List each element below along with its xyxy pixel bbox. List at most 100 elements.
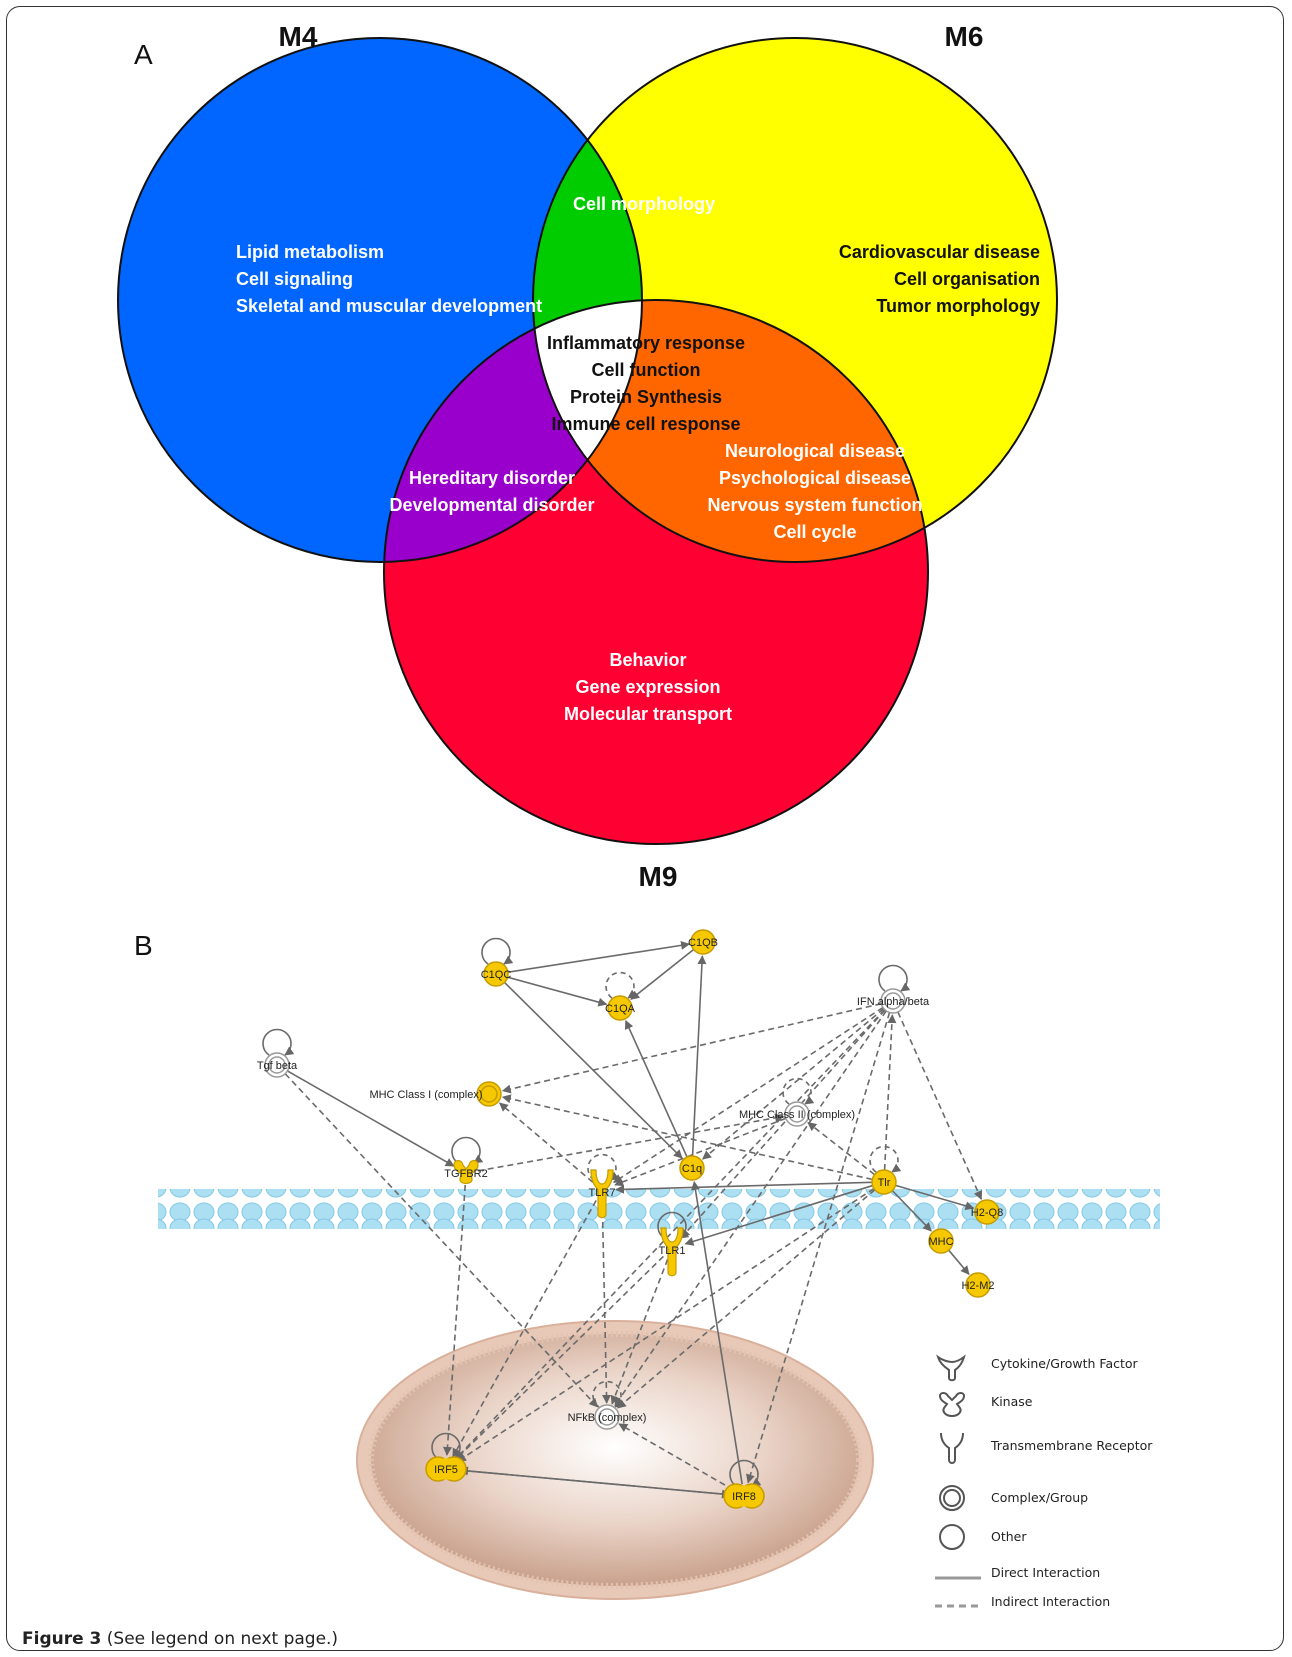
venn-region-m4-m9 [384, 300, 642, 562]
node-label: TLR7 [589, 1187, 616, 1199]
node-IRF5: IRF5 [425, 1456, 467, 1482]
self-loop-IRF8 [729, 1459, 762, 1487]
self-loop-IRF5 [431, 1432, 464, 1460]
node-H2M2: H2-M2 [961, 1272, 995, 1298]
region-text-m4-m6: Cell morphology [573, 194, 715, 214]
node-NFkB: NFkB (complex) [568, 1404, 646, 1430]
edge-Tlr-H2Q8 [895, 1184, 975, 1211]
node-MHC: MHC [928, 1228, 954, 1254]
edge-Tlr-NFkB [616, 1189, 876, 1409]
edge-IRF8-NFkB [618, 1423, 735, 1491]
set-label-m6: M6 [945, 21, 984, 52]
legend-label: Kinase [991, 1394, 1033, 1409]
edge-C1QC-C1QB [507, 940, 691, 973]
kinase-icon [938, 1392, 966, 1418]
node-MHC1: MHC Class I (complex) [369, 1081, 502, 1107]
node-C1QC: C1QC [481, 961, 511, 987]
self-loop-TGFBR2 [451, 1136, 484, 1164]
self-loop-C1QA [605, 971, 638, 999]
node-Tgfb: Tgf beta [257, 1052, 298, 1078]
edge-TLR7-NFkB [601, 1201, 612, 1404]
edge-IRF8-C1q [691, 1180, 743, 1485]
edge-C1q-C1QA [624, 1019, 688, 1158]
node-TLR1: TLR1 [659, 1227, 685, 1277]
legend-label: Complex/Group [991, 1490, 1088, 1505]
other-icon [939, 1524, 965, 1550]
node-IRF8: IRF8 [723, 1483, 765, 1509]
region-line: Psychological disease [719, 468, 911, 488]
node-label: MHC Class I (complex) [369, 1089, 482, 1101]
edge-Tlr-MHC2 [807, 1121, 876, 1176]
self-loop-Tlr [869, 1145, 902, 1173]
complex-icon [939, 1485, 965, 1511]
venn-diagram: A M4 M6 M9 Lipid metabolism Cell signali… [117, 21, 1058, 892]
edge-C1QC-C1QA [507, 976, 608, 1007]
node-label: MHC [928, 1236, 953, 1248]
legend-label: Cytokine/Growth Factor [991, 1356, 1139, 1371]
edges-layer [262, 937, 983, 1499]
edge-Tlr-TLR7 [615, 1181, 873, 1194]
node-label: Tgf beta [257, 1060, 298, 1072]
region-line: Hereditary disorder [409, 468, 575, 488]
legend-label: Other [991, 1529, 1027, 1544]
figure-caption: Figure 3 (See legend on next page.) [22, 1629, 338, 1649]
region-line: Tumor morphology [876, 296, 1040, 316]
edge-IFN-TLR7 [612, 1006, 884, 1184]
region-line: Lipid metabolism [236, 242, 384, 262]
edge-TLR7-IRF5 [452, 1200, 597, 1458]
edge-IFN-C1q [702, 1008, 885, 1160]
figure-frame [6, 6, 1284, 1651]
edge-MHC-H2M2 [948, 1249, 970, 1275]
region-line: Gene expression [575, 677, 720, 697]
legend-item-kinase: Kinase [938, 1392, 1033, 1418]
node-label: H2-Q8 [971, 1207, 1003, 1219]
region-line: Cell signaling [236, 269, 353, 289]
caption-label: Figure 3 [22, 1629, 102, 1649]
self-loop-Tgfb [262, 1028, 295, 1056]
node-H2Q8: H2-Q8 [971, 1199, 1003, 1225]
nucleus [356, 1320, 874, 1600]
edge-Tgfb-TGFBR2 [287, 1070, 455, 1167]
edge-Tlr-MHC1 [501, 1094, 873, 1181]
set-label-m4: M4 [279, 21, 318, 52]
self-loop-TLR1 [657, 1211, 690, 1239]
set-label-m9: M9 [639, 861, 678, 892]
node-label: TGFBR2 [444, 1168, 487, 1180]
panel-a-letter: A [134, 39, 153, 70]
node-TGFBR2: TGFBR2 [444, 1159, 488, 1185]
edge-TGFBR2-MHC2 [477, 1113, 785, 1172]
region-line: Immune cell response [551, 414, 740, 434]
edge-MHC2-TLR7 [614, 1117, 787, 1187]
legend-item-indirect: Indirect Interaction [935, 1594, 1110, 1609]
edge-Tlr-TLR1 [684, 1184, 873, 1246]
legend-label: Direct Interaction [991, 1565, 1100, 1580]
self-loop-MHC2 [782, 1077, 815, 1105]
legend-item-receptor: Transmembrane Receptor [940, 1432, 1153, 1464]
region-text-all: Inflammatory response Cell function Prot… [547, 333, 745, 434]
edge-TLR7-MHC1 [498, 1102, 594, 1183]
region-line: Developmental disorder [389, 495, 594, 515]
node-TLR7: TLR7 [589, 1169, 616, 1219]
self-loop-IFN [878, 964, 911, 992]
region-text-m6: Cardiovascular disease Cell organisation… [839, 242, 1040, 316]
node-MHC2: MHC Class II (complex) [739, 1101, 855, 1127]
region-text-m4-m9: Hereditary disorder Developmental disord… [389, 468, 594, 515]
region-line: Cell function [592, 360, 701, 380]
region-line: Cell morphology [573, 194, 715, 214]
region-line: Neurological disease [725, 441, 905, 461]
cytokine-icon [936, 1354, 966, 1382]
node-label: C1q [682, 1163, 702, 1175]
legend-item-complex: Complex/Group [939, 1485, 1088, 1511]
venn-region-m6-m9 [533, 300, 928, 562]
receptor-icon [940, 1432, 964, 1464]
edge-C1q-C1QB [691, 955, 707, 1157]
edge-Tgfb-NFkB [284, 1073, 599, 1408]
region-line: Cell organisation [894, 269, 1040, 289]
legend-item-other: Other [939, 1524, 1027, 1550]
region-line: Behavior [609, 650, 686, 670]
edge-TLR1-IRF5 [455, 1255, 664, 1460]
node-label: IRF5 [434, 1464, 458, 1476]
caption-text: (See legend on next page.) [101, 1629, 339, 1649]
region-line: Molecular transport [564, 704, 732, 724]
